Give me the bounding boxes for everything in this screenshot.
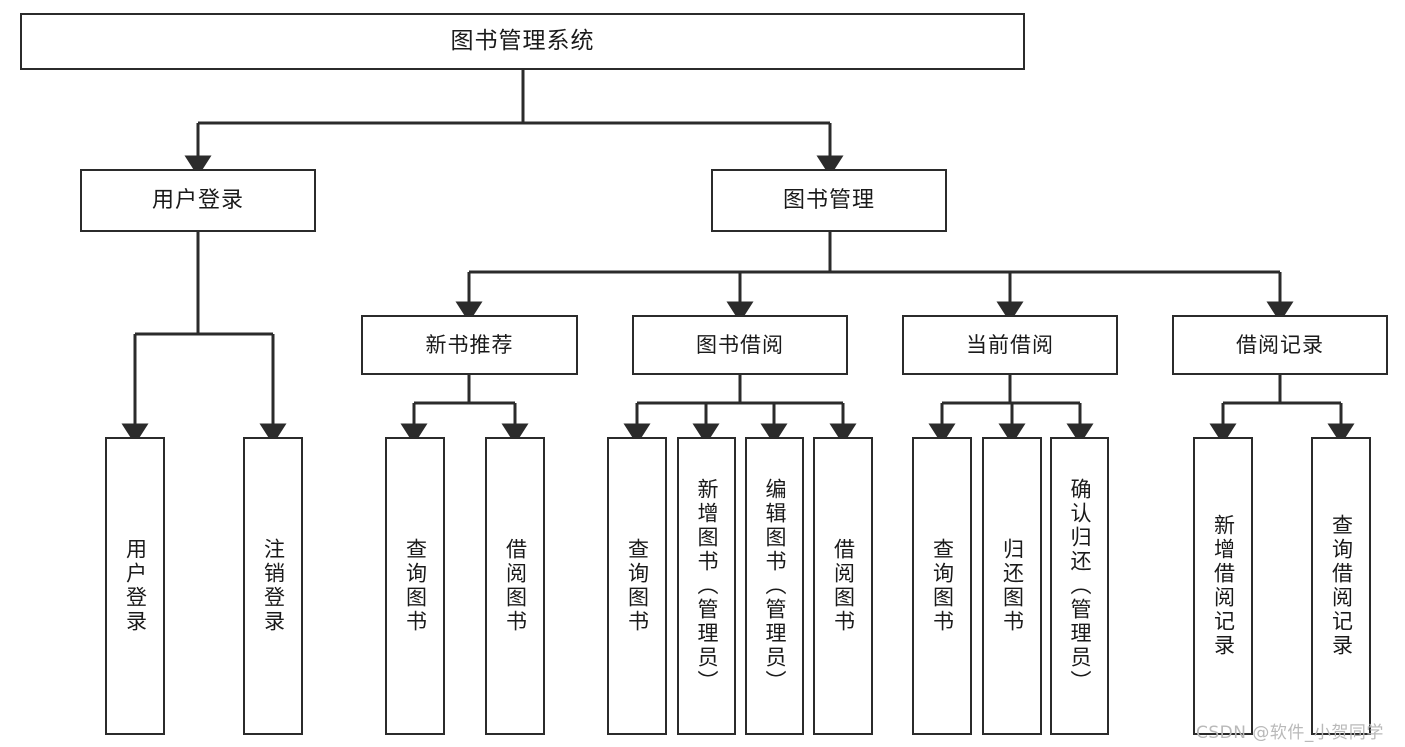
node-new-book-rec-label: 新书推荐 (425, 332, 514, 357)
node-leaf-query-book-rec-label: 查询图书 (403, 538, 428, 634)
node-leaf-query-book-bor[interactable]: 查询图书 (607, 437, 667, 735)
node-leaf-query-book-rec[interactable]: 查询图书 (385, 437, 445, 735)
node-book-borrow-label: 图书借阅 (696, 332, 784, 357)
node-leaf-borrow-book-bor-label: 借阅图书 (831, 538, 856, 634)
node-leaf-borrow-book-rec-label: 借阅图书 (503, 538, 528, 634)
node-leaf-borrow-book-rec[interactable]: 借阅图书 (485, 437, 545, 735)
node-leaf-add-borrow-rec-label: 新增借阅记录 (1211, 514, 1236, 658)
node-book-borrow[interactable]: 图书借阅 (632, 315, 848, 375)
node-leaf-user-login[interactable]: 用户登录 (105, 437, 165, 735)
node-leaf-confirm-return[interactable]: 确认归还（管理员） (1050, 437, 1109, 735)
node-leaf-return-book[interactable]: 归还图书 (982, 437, 1042, 735)
node-leaf-user-login-label: 用户登录 (123, 538, 148, 634)
node-current-borrow[interactable]: 当前借阅 (902, 315, 1118, 375)
node-leaf-confirm-return-label: 确认归还（管理员） (1068, 478, 1092, 694)
node-leaf-query-book-cur[interactable]: 查询图书 (912, 437, 972, 735)
node-borrow-record-label: 借阅记录 (1236, 332, 1324, 357)
node-leaf-query-book-bor-label: 查询图书 (625, 538, 650, 634)
node-user-login-label: 用户登录 (151, 187, 244, 213)
node-borrow-record[interactable]: 借阅记录 (1172, 315, 1388, 375)
node-leaf-query-book-cur-label: 查询图书 (930, 538, 955, 634)
node-leaf-return-book-label: 归还图书 (1000, 538, 1025, 634)
node-current-borrow-label: 当前借阅 (966, 332, 1054, 357)
node-root-label: 图书管理系统 (450, 27, 595, 54)
node-leaf-add-book-label: 新增图书（管理员） (695, 478, 719, 694)
node-leaf-borrow-book-bor[interactable]: 借阅图书 (813, 437, 873, 735)
node-leaf-add-book[interactable]: 新增图书（管理员） (677, 437, 736, 735)
node-book-manage-label: 图书管理 (782, 187, 875, 213)
node-leaf-query-borrow-rec[interactable]: 查询借阅记录 (1311, 437, 1371, 735)
node-leaf-logout-login-label: 注销登录 (261, 538, 286, 634)
node-leaf-add-borrow-rec[interactable]: 新增借阅记录 (1193, 437, 1253, 735)
node-leaf-query-borrow-rec-label: 查询借阅记录 (1329, 514, 1354, 658)
node-book-manage[interactable]: 图书管理 (711, 169, 947, 232)
node-root-system[interactable]: 图书管理系统 (20, 13, 1025, 70)
node-leaf-edit-book[interactable]: 编辑图书（管理员） (745, 437, 804, 735)
node-user-login[interactable]: 用户登录 (80, 169, 316, 232)
node-new-book-rec[interactable]: 新书推荐 (361, 315, 578, 375)
node-leaf-logout-login[interactable]: 注销登录 (243, 437, 303, 735)
node-leaf-edit-book-label: 编辑图书（管理员） (763, 478, 787, 694)
